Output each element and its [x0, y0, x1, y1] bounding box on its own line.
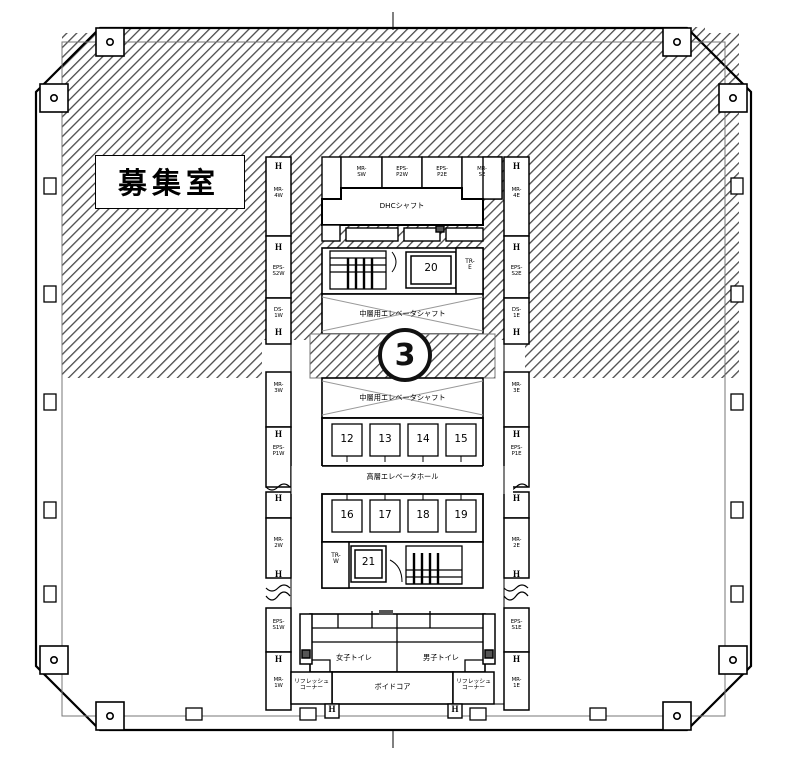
stair-TR-W-box: [321, 541, 350, 589]
building-outline-inner: [61, 41, 726, 717]
refresh-corner-west: [290, 671, 333, 705]
west-column-break: [265, 483, 291, 601]
mid-shaft-upper-diagonals: [321, 296, 484, 332]
dhc-shaft: [321, 187, 484, 226]
stair-upper-treads: [329, 250, 397, 290]
dhc-shaft-lower-cells: [321, 224, 484, 242]
core-guidelines: [290, 157, 505, 710]
elevator-cars-low: [331, 494, 477, 533]
toilet-partitions: [310, 610, 485, 672]
void-core-block: [331, 671, 454, 705]
refresh-corner-east: [452, 671, 495, 705]
stair-lower-treads: [389, 545, 463, 585]
perimeter-mullions: [43, 12, 744, 748]
available-space-box: [95, 155, 245, 209]
toilet-entry-walls: [299, 613, 496, 665]
elevator-hall-corridor: [291, 465, 513, 494]
elevator-21-car: [350, 545, 387, 583]
floor-number-badge: 3: [378, 328, 432, 382]
stair-TR-E-box: [455, 247, 484, 295]
corner-columns: [39, 27, 748, 731]
elevator-20-car: [405, 251, 457, 289]
east-service-column: [503, 156, 530, 711]
available-space-label: 募集室: [117, 166, 220, 200]
elevator-cars-high: [331, 423, 477, 462]
west-service-column: [265, 156, 292, 711]
mid-shaft-lower-diagonals: [321, 380, 484, 416]
bottom-h-columns: [324, 703, 463, 719]
